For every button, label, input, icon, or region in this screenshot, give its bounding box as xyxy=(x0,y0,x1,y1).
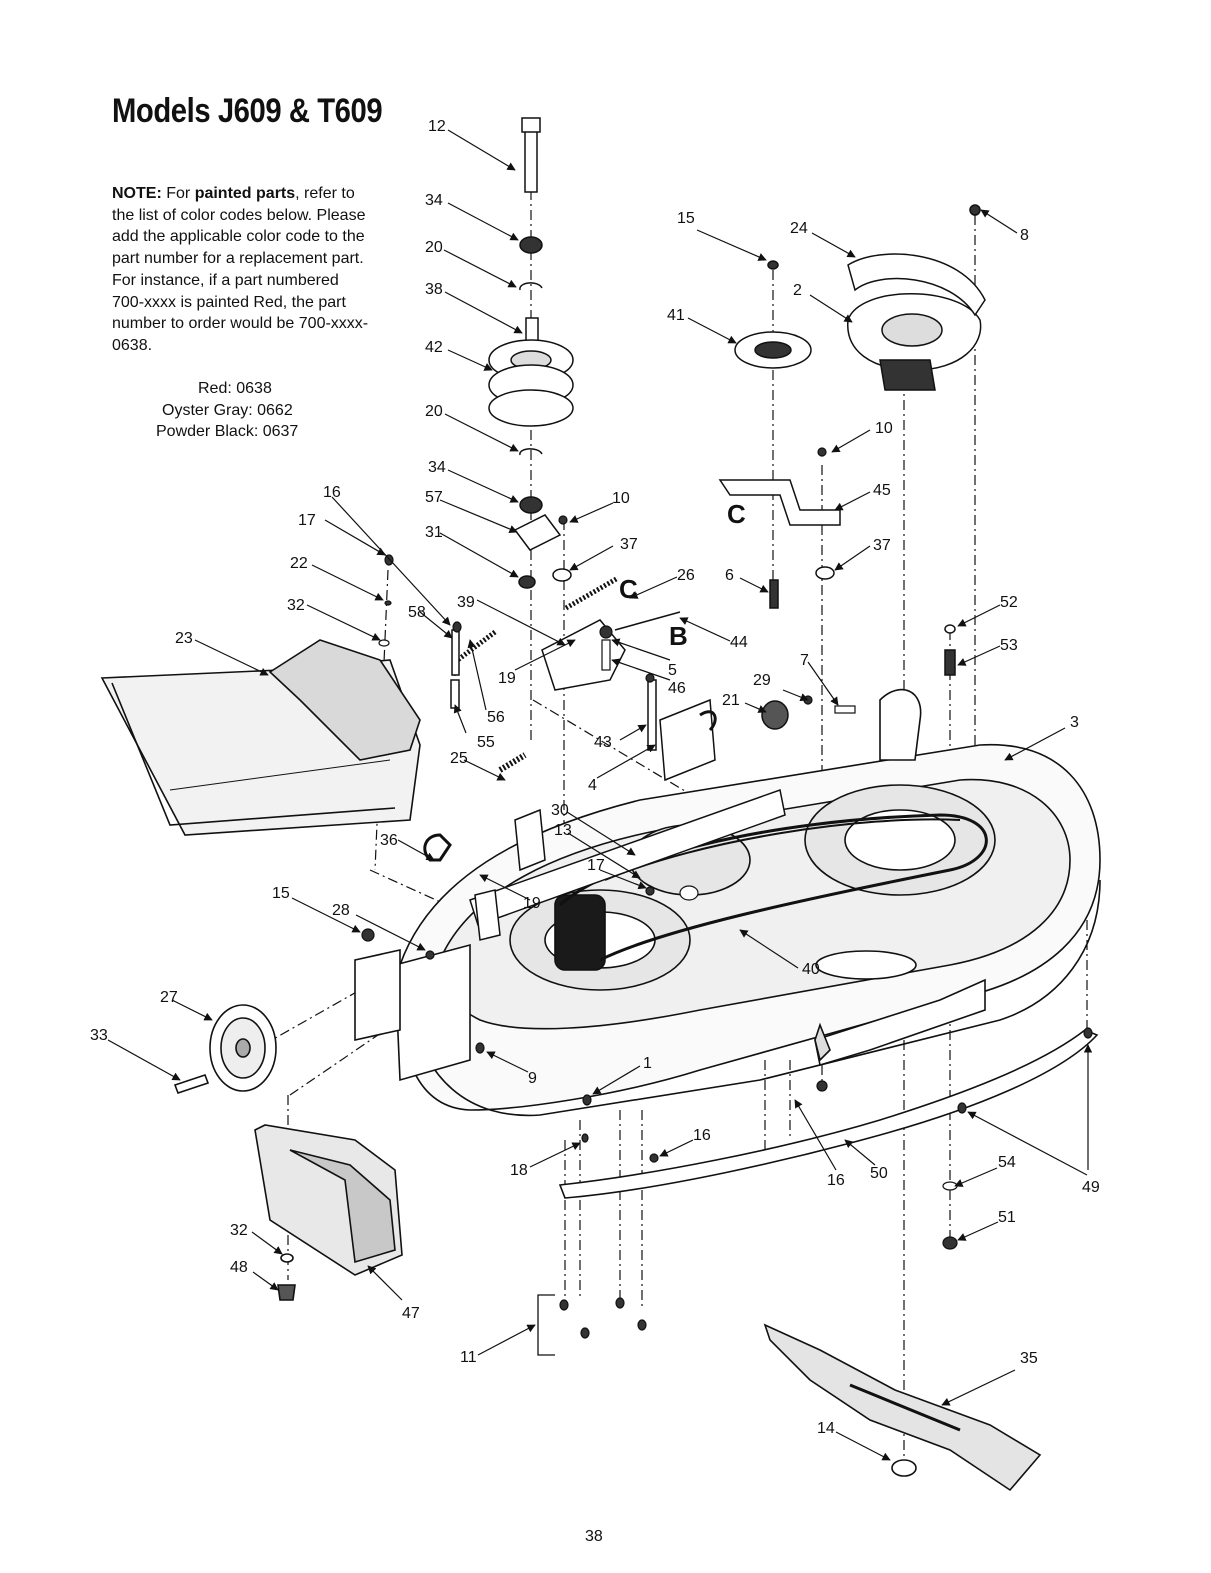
callout-32: 32 xyxy=(287,597,305,614)
callout-18: 18 xyxy=(510,1162,528,1179)
callout-5: 5 xyxy=(668,662,677,679)
callout-34: 34 xyxy=(425,192,443,209)
callout-51: 51 xyxy=(998,1209,1016,1226)
callout-57: 57 xyxy=(425,489,443,506)
callout-19: 19 xyxy=(498,670,516,687)
callout-50: 50 xyxy=(870,1165,888,1182)
callout-17: 17 xyxy=(298,512,316,529)
deck-housing xyxy=(354,688,1101,1117)
page-number: 38 xyxy=(585,1528,603,1545)
color-code-red: Red: 0638 xyxy=(198,380,272,397)
callout-15: 15 xyxy=(272,885,290,902)
callout-19: 19 xyxy=(523,895,541,912)
callout-16: 16 xyxy=(323,484,341,501)
gauge-wheel xyxy=(173,1004,277,1095)
callout-55: 55 xyxy=(477,734,495,751)
group-bracket-11 xyxy=(537,1294,555,1356)
callout-25: 25 xyxy=(450,750,468,767)
callout-45: 45 xyxy=(873,482,891,499)
callout-43: 43 xyxy=(594,734,612,751)
belt-cover xyxy=(254,1124,403,1301)
callout-48: 48 xyxy=(230,1259,248,1276)
callout-33: 33 xyxy=(90,1027,108,1044)
callout-20: 20 xyxy=(425,403,443,420)
callout-42: 42 xyxy=(425,339,443,356)
callout-44: 44 xyxy=(730,634,748,651)
callout-49: 49 xyxy=(1082,1179,1100,1196)
callout-32: 32 xyxy=(230,1222,248,1239)
small-hardware xyxy=(361,447,1093,1339)
callout-56: 56 xyxy=(487,709,505,726)
color-code-oyster-gray: Oyster Gray: 0662 xyxy=(162,401,293,419)
callout-9: 9 xyxy=(528,1070,537,1087)
callout-20: 20 xyxy=(425,239,443,256)
callout-3: 3 xyxy=(1070,714,1079,731)
reference-letter-c: C xyxy=(727,499,746,529)
discharge-chute xyxy=(100,639,421,836)
callout-52: 52 xyxy=(1000,594,1018,611)
callout-41: 41 xyxy=(667,307,685,324)
leader-lines xyxy=(107,129,1093,1461)
callout-21: 21 xyxy=(722,692,740,709)
callout-8: 8 xyxy=(1020,227,1029,244)
callout-37: 37 xyxy=(873,537,891,554)
reference-letter-c: C xyxy=(619,574,638,604)
page-title: Models J609 & T609 xyxy=(112,92,383,130)
callout-10: 10 xyxy=(612,490,630,507)
callout-6: 6 xyxy=(725,567,734,584)
callout-12: 12 xyxy=(428,118,446,135)
callout-26: 26 xyxy=(677,567,695,584)
callout-17: 17 xyxy=(587,857,605,874)
callout-15: 15 xyxy=(677,210,695,227)
callout-24: 24 xyxy=(790,220,808,237)
callout-39: 39 xyxy=(457,594,475,611)
note-body: , refer to the list of color codes below… xyxy=(112,185,369,354)
note-bold: painted parts xyxy=(194,185,296,202)
callout-10: 10 xyxy=(875,420,893,437)
note-pre: For xyxy=(166,185,191,202)
callout-16: 16 xyxy=(827,1172,845,1189)
callout-14: 14 xyxy=(817,1420,835,1437)
callout-58: 58 xyxy=(408,604,426,621)
callout-53: 53 xyxy=(1000,637,1018,654)
color-code-list: Red: 0638 Oyster Gray: 0662 Powder Black… xyxy=(112,378,372,443)
callout-35: 35 xyxy=(1020,1350,1038,1367)
mower-blade xyxy=(763,1323,1042,1492)
spindle-stack xyxy=(488,117,986,730)
callout-46: 46 xyxy=(668,680,686,697)
callout-22: 22 xyxy=(290,555,308,572)
callout-31: 31 xyxy=(425,524,443,541)
callout-54: 54 xyxy=(998,1154,1016,1171)
callout-11: 11 xyxy=(460,1349,477,1366)
callout-7: 7 xyxy=(800,652,809,669)
callout-38: 38 xyxy=(425,281,443,298)
callout-34: 34 xyxy=(428,459,446,476)
callout-36: 36 xyxy=(380,832,398,849)
note-lead: NOTE: xyxy=(112,185,162,202)
callout-16: 16 xyxy=(693,1127,711,1144)
callout-2: 2 xyxy=(793,282,802,299)
callout-29: 29 xyxy=(753,672,771,689)
callout-23: 23 xyxy=(175,630,193,647)
callout-13: 13 xyxy=(554,822,572,839)
color-code-powder-black: Powder Black: 0637 xyxy=(156,423,299,441)
callout-40: 40 xyxy=(802,961,820,978)
callout-47: 47 xyxy=(402,1305,420,1322)
callout-37: 37 xyxy=(620,536,638,553)
callout-27: 27 xyxy=(160,989,178,1006)
callout-30: 30 xyxy=(551,802,569,819)
painted-parts-note: NOTE: For painted parts, refer to the li… xyxy=(112,183,372,357)
callout-4: 4 xyxy=(588,777,597,794)
callout-1: 1 xyxy=(643,1055,652,1072)
callout-28: 28 xyxy=(332,902,350,919)
reference-letter-b: B xyxy=(669,621,688,651)
reference-letters: C C B xyxy=(619,499,746,651)
